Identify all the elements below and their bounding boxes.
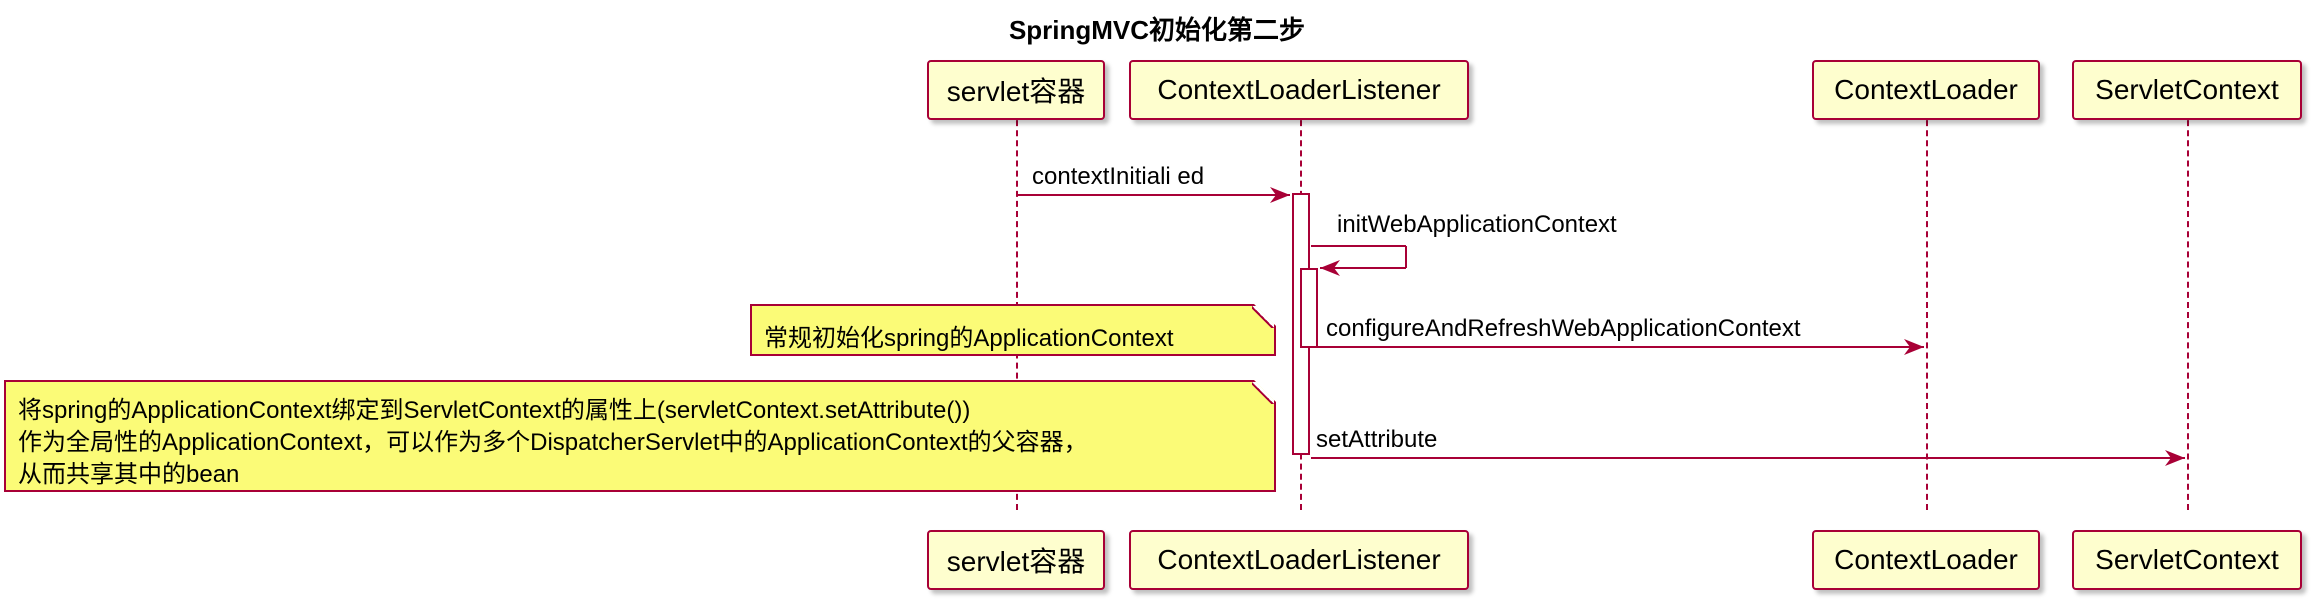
lifeline-servletctx xyxy=(2187,110,2189,510)
participant-servletctx-bottom: ServletContext xyxy=(2072,530,2302,590)
participant-servletctx-top: ServletContext xyxy=(2072,60,2302,120)
message-label-configure-and-refresh: configureAndRefreshWebApplicationContext xyxy=(1326,315,1801,342)
note-line-1: 将spring的ApplicationContext绑定到ServletCont… xyxy=(18,397,971,424)
participant-loader-top: ContextLoader xyxy=(1812,60,2040,120)
participant-listener-top: ContextLoaderListener xyxy=(1129,60,1469,120)
participant-loader-bottom: ContextLoader xyxy=(1812,530,2040,590)
note-line-3: 从而共享其中的bean xyxy=(18,461,240,488)
arrowhead-set-attribute xyxy=(2165,450,2185,466)
note-text: 常规初始化spring的ApplicationContext xyxy=(764,325,1174,352)
arrowhead-configure-and-refresh xyxy=(1904,339,1924,355)
arrowhead-context-initialized xyxy=(1270,187,1290,203)
participant-servlet-bottom: servlet容器 xyxy=(927,530,1105,590)
message-label-context-initialized: contextInitiali ed xyxy=(1032,163,1205,190)
lifeline-loader xyxy=(1926,110,1928,510)
note-bind-servlet-context: 将spring的ApplicationContext绑定到ServletCont… xyxy=(4,380,1276,492)
message-label-set-attribute: setAttribute xyxy=(1316,426,1438,453)
activation-bar-nested xyxy=(1300,268,1318,348)
message-label-init-web-app-context: initWebApplicationContext xyxy=(1337,211,1617,238)
arrowhead-self-call xyxy=(1320,260,1340,276)
participant-servlet-top: servlet容器 xyxy=(927,60,1105,120)
note-regular-init: 常规初始化spring的ApplicationContext xyxy=(750,304,1276,356)
participant-listener-bottom: ContextLoaderListener xyxy=(1129,530,1469,590)
diagram-title: SpringMVC初始化第二步 xyxy=(1008,15,1306,45)
note-line-2: 作为全局性的ApplicationContext，可以作为多个Dispatche… xyxy=(18,429,1088,456)
